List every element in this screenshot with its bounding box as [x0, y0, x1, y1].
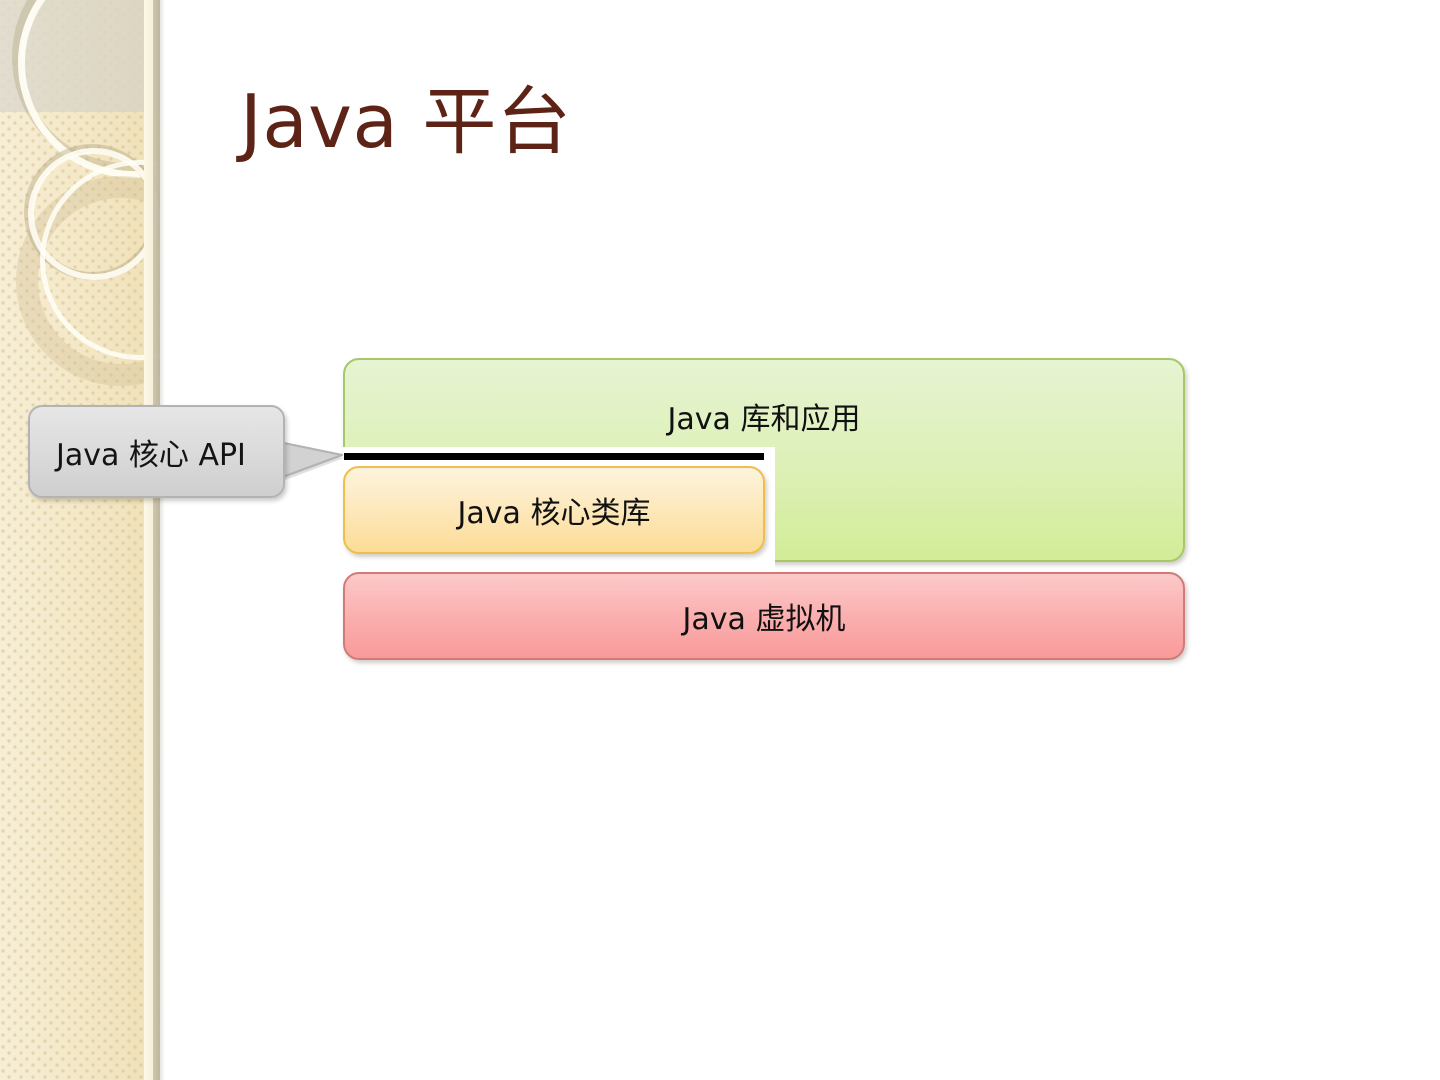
callout-body[interactable]: Java 核心 API — [28, 405, 285, 498]
sidebar-light-stripe — [144, 0, 153, 1080]
callout-label: Java 核心 API — [56, 437, 246, 473]
callout-tail-icon — [268, 439, 344, 485]
diagram-box-core-class-library[interactable]: Java 核心类库 — [343, 466, 765, 554]
diagram-box-java-virtual-machine[interactable]: Java 虚拟机 — [343, 572, 1185, 660]
diagram-box-label: Java 虚拟机 — [682, 602, 846, 637]
page-title: Java 平台 — [240, 79, 572, 165]
diagram-box-label: Java 核心类库 — [457, 496, 651, 531]
diagram-divider-line — [344, 453, 764, 460]
sidebar-edge-shadow — [160, 0, 165, 1080]
decorative-sidebar — [0, 0, 160, 1080]
callout-java-core-api[interactable]: Java 核心 API — [24, 400, 354, 510]
diagram-box-label: Java 库和应用 — [667, 402, 861, 437]
sidebar-dark-stripe — [153, 0, 160, 1080]
